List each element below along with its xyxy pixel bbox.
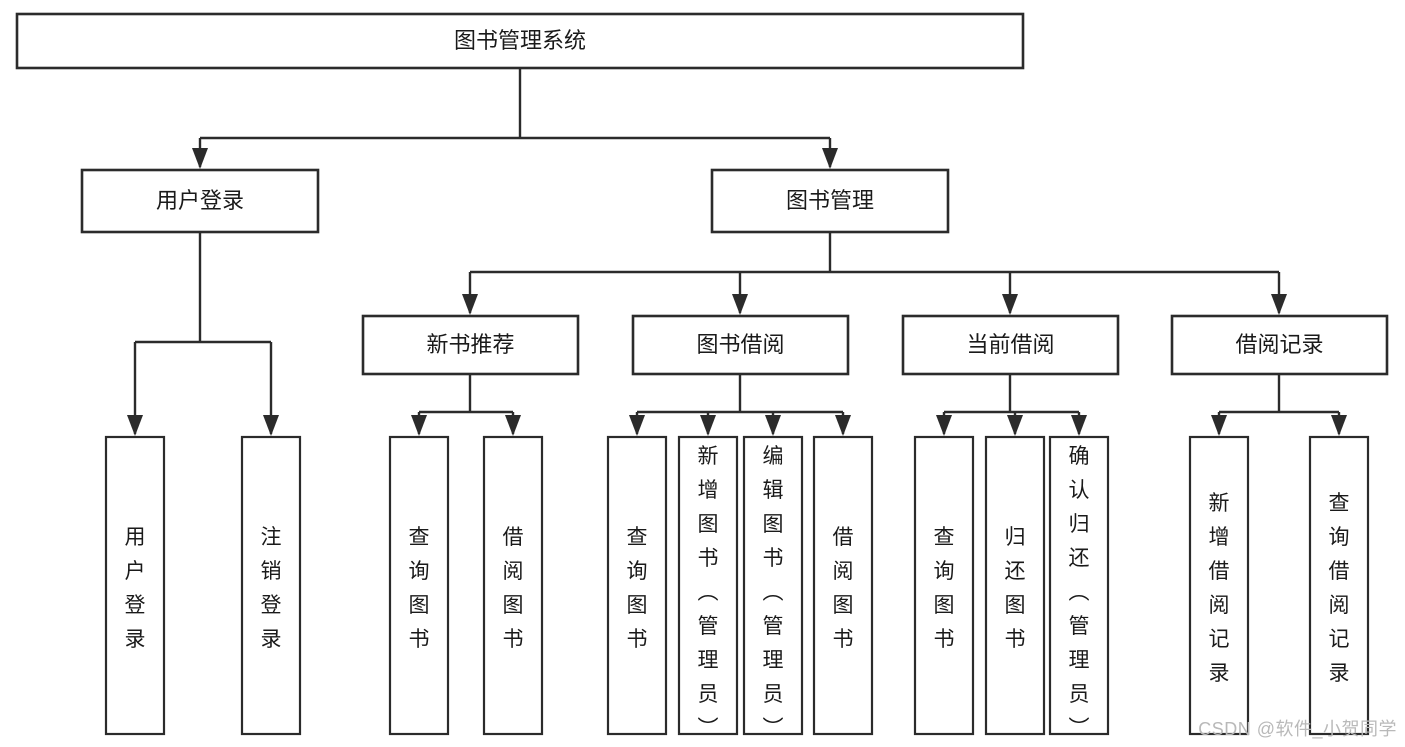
root-node-label: 图书管理系统 — [454, 28, 586, 53]
level2-node-0-box[interactable] — [80, 168, 320, 234]
level2-node-1-box[interactable] — [710, 168, 950, 234]
leaf-node-9-box[interactable] — [984, 435, 1046, 736]
leaf-node-4-box[interactable] — [606, 435, 668, 736]
arrow-head-icon — [127, 415, 143, 436]
level2-node-0-label: 用户登录 — [156, 188, 244, 213]
arrow-head-icon — [629, 415, 645, 436]
leaf-node-11-box[interactable] — [1188, 435, 1250, 736]
leaf-node-12-label: 查询借阅记录 — [1329, 492, 1350, 685]
leaf-node-6-label: 编辑图书︵管理员︶ — [763, 445, 784, 740]
level3-node-1-label: 图书借阅 — [696, 332, 784, 357]
level3-node-0-box[interactable] — [361, 314, 580, 376]
level3-node-2-box[interactable] — [901, 314, 1120, 376]
leaf-node-2-box[interactable] — [388, 435, 450, 736]
root-node-box[interactable] — [15, 12, 1025, 70]
level3-node-0-label: 新书推荐 — [426, 332, 514, 357]
arrow-head-icon — [822, 148, 838, 169]
arrow-head-icon — [505, 415, 521, 436]
leaf-node-11-label: 新增借阅记录 — [1209, 492, 1230, 685]
leaf-node-6-box[interactable] — [742, 435, 804, 736]
arrow-head-icon — [732, 294, 748, 315]
leaf-node-8-label: 查询图书 — [934, 526, 955, 651]
arrow-head-icon — [1331, 415, 1347, 436]
leaf-node-7-box[interactable] — [812, 435, 874, 736]
arrow-head-icon — [1007, 415, 1023, 436]
arrow-head-icon — [1271, 294, 1287, 315]
level3-node-2-label: 当前借阅 — [966, 332, 1054, 357]
leaf-node-3-box[interactable] — [482, 435, 544, 736]
level3-node-1-box[interactable] — [631, 314, 850, 376]
leaf-node-4-label: 查询图书 — [627, 526, 648, 651]
leaf-node-10-label: 确认归还︵管理员︶ — [1069, 445, 1090, 740]
leaf-node-3-label: 借阅图书 — [503, 526, 524, 651]
leaf-node-5-label: 新增图书︵管理员︶ — [698, 445, 719, 740]
leaf-node-9-label: 归还图书 — [1005, 526, 1026, 651]
leaf-node-7-label: 借阅图书 — [833, 526, 854, 651]
level2-node-1-label: 图书管理 — [786, 188, 874, 213]
arrow-head-icon — [263, 415, 279, 436]
level3-node-3-label: 借阅记录 — [1235, 332, 1323, 357]
leaf-node-12-box[interactable] — [1308, 435, 1370, 736]
arrow-head-icon — [936, 415, 952, 436]
arrow-head-icon — [1211, 415, 1227, 436]
leaf-node-0-label: 用户登录 — [125, 526, 146, 651]
arrow-head-icon — [835, 415, 851, 436]
leaf-node-0-box[interactable] — [104, 435, 166, 736]
leaf-node-1-box[interactable] — [240, 435, 302, 736]
leaf-node-10-box[interactable] — [1048, 435, 1110, 736]
connector-edges — [127, 68, 1347, 436]
arrow-head-icon — [700, 415, 716, 436]
leaf-node-5-box[interactable] — [677, 435, 739, 736]
level3-node-3-box[interactable] — [1170, 314, 1389, 376]
arrow-head-icon — [765, 415, 781, 436]
arrow-head-icon — [462, 294, 478, 315]
arrow-head-icon — [1002, 294, 1018, 315]
leaf-node-1-label: 注销登录 — [261, 526, 282, 651]
arrow-head-icon — [1071, 415, 1087, 436]
arrow-head-icon — [192, 148, 208, 169]
leaf-node-2-label: 查询图书 — [409, 526, 430, 651]
diagram-nodes: 图书管理系统用户登录图书管理新书推荐图书借阅当前借阅借阅记录用户登录注销登录查询… — [15, 12, 1389, 740]
leaf-node-8-box[interactable] — [913, 435, 975, 736]
arrow-head-icon — [411, 415, 427, 436]
